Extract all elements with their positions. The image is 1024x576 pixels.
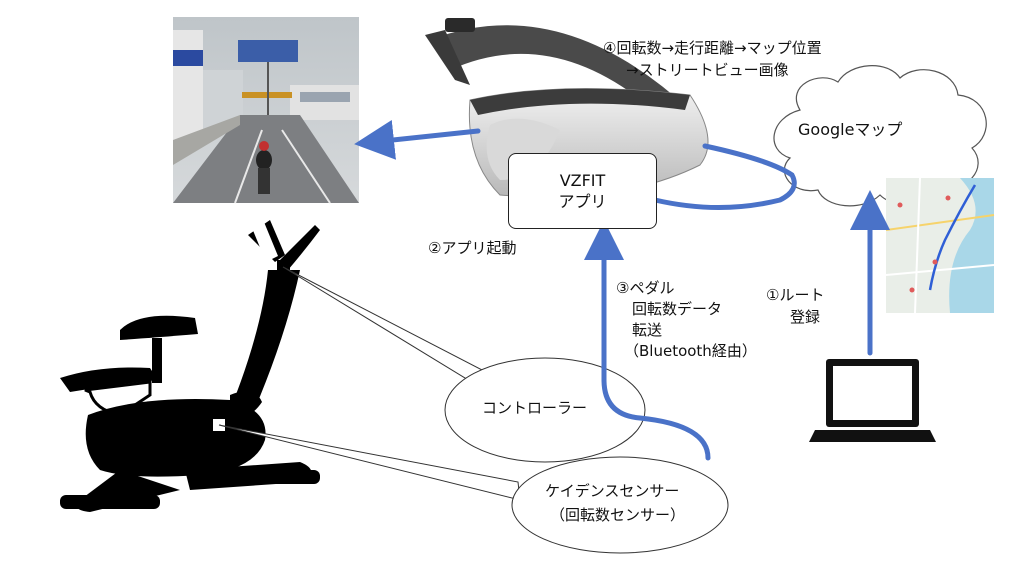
arrow-sensor-to-app bbox=[584, 220, 711, 461]
arrow-cloud-to-app bbox=[652, 143, 797, 210]
controller-marker bbox=[277, 260, 290, 273]
controller-callout bbox=[282, 266, 646, 463]
step3-line4: （Bluetooth経由） bbox=[624, 342, 757, 360]
step1-line2: 登録 bbox=[790, 308, 821, 326]
google-maps-cloud bbox=[773, 65, 987, 207]
step3-line2: 回転数データ bbox=[632, 300, 723, 318]
step4-line2: →ストリートビュー画像 bbox=[626, 61, 789, 79]
controller-label: コントローラー bbox=[482, 399, 588, 417]
street-view-image bbox=[173, 17, 359, 204]
cadence-label-line1: ケイデンスセンサー bbox=[545, 482, 680, 500]
step2-label: ②アプリ起動 bbox=[428, 239, 517, 257]
cloud-label: Googleマップ bbox=[798, 120, 903, 139]
arrow-headset-to-streetview bbox=[354, 120, 481, 160]
google-map-thumbnail bbox=[885, 177, 995, 314]
data-flow-arrows bbox=[354, 120, 890, 461]
step3-line1: ③ペダル bbox=[616, 279, 675, 297]
app-box-line1: VZFIT bbox=[559, 171, 606, 190]
vzfit-app-box: VZFIT アプリ bbox=[508, 153, 657, 229]
app-box-line2: アプリ bbox=[558, 192, 607, 211]
step4-line1: ④回転数→走行距離→マップ位置 bbox=[603, 39, 822, 57]
step3-line3: 転送 bbox=[632, 321, 663, 339]
step1-line1: ①ルート bbox=[766, 286, 825, 304]
cadence-callout bbox=[218, 424, 729, 554]
cadence-label-line2: （回転数センサー） bbox=[550, 506, 686, 524]
laptop-icon bbox=[809, 359, 936, 442]
